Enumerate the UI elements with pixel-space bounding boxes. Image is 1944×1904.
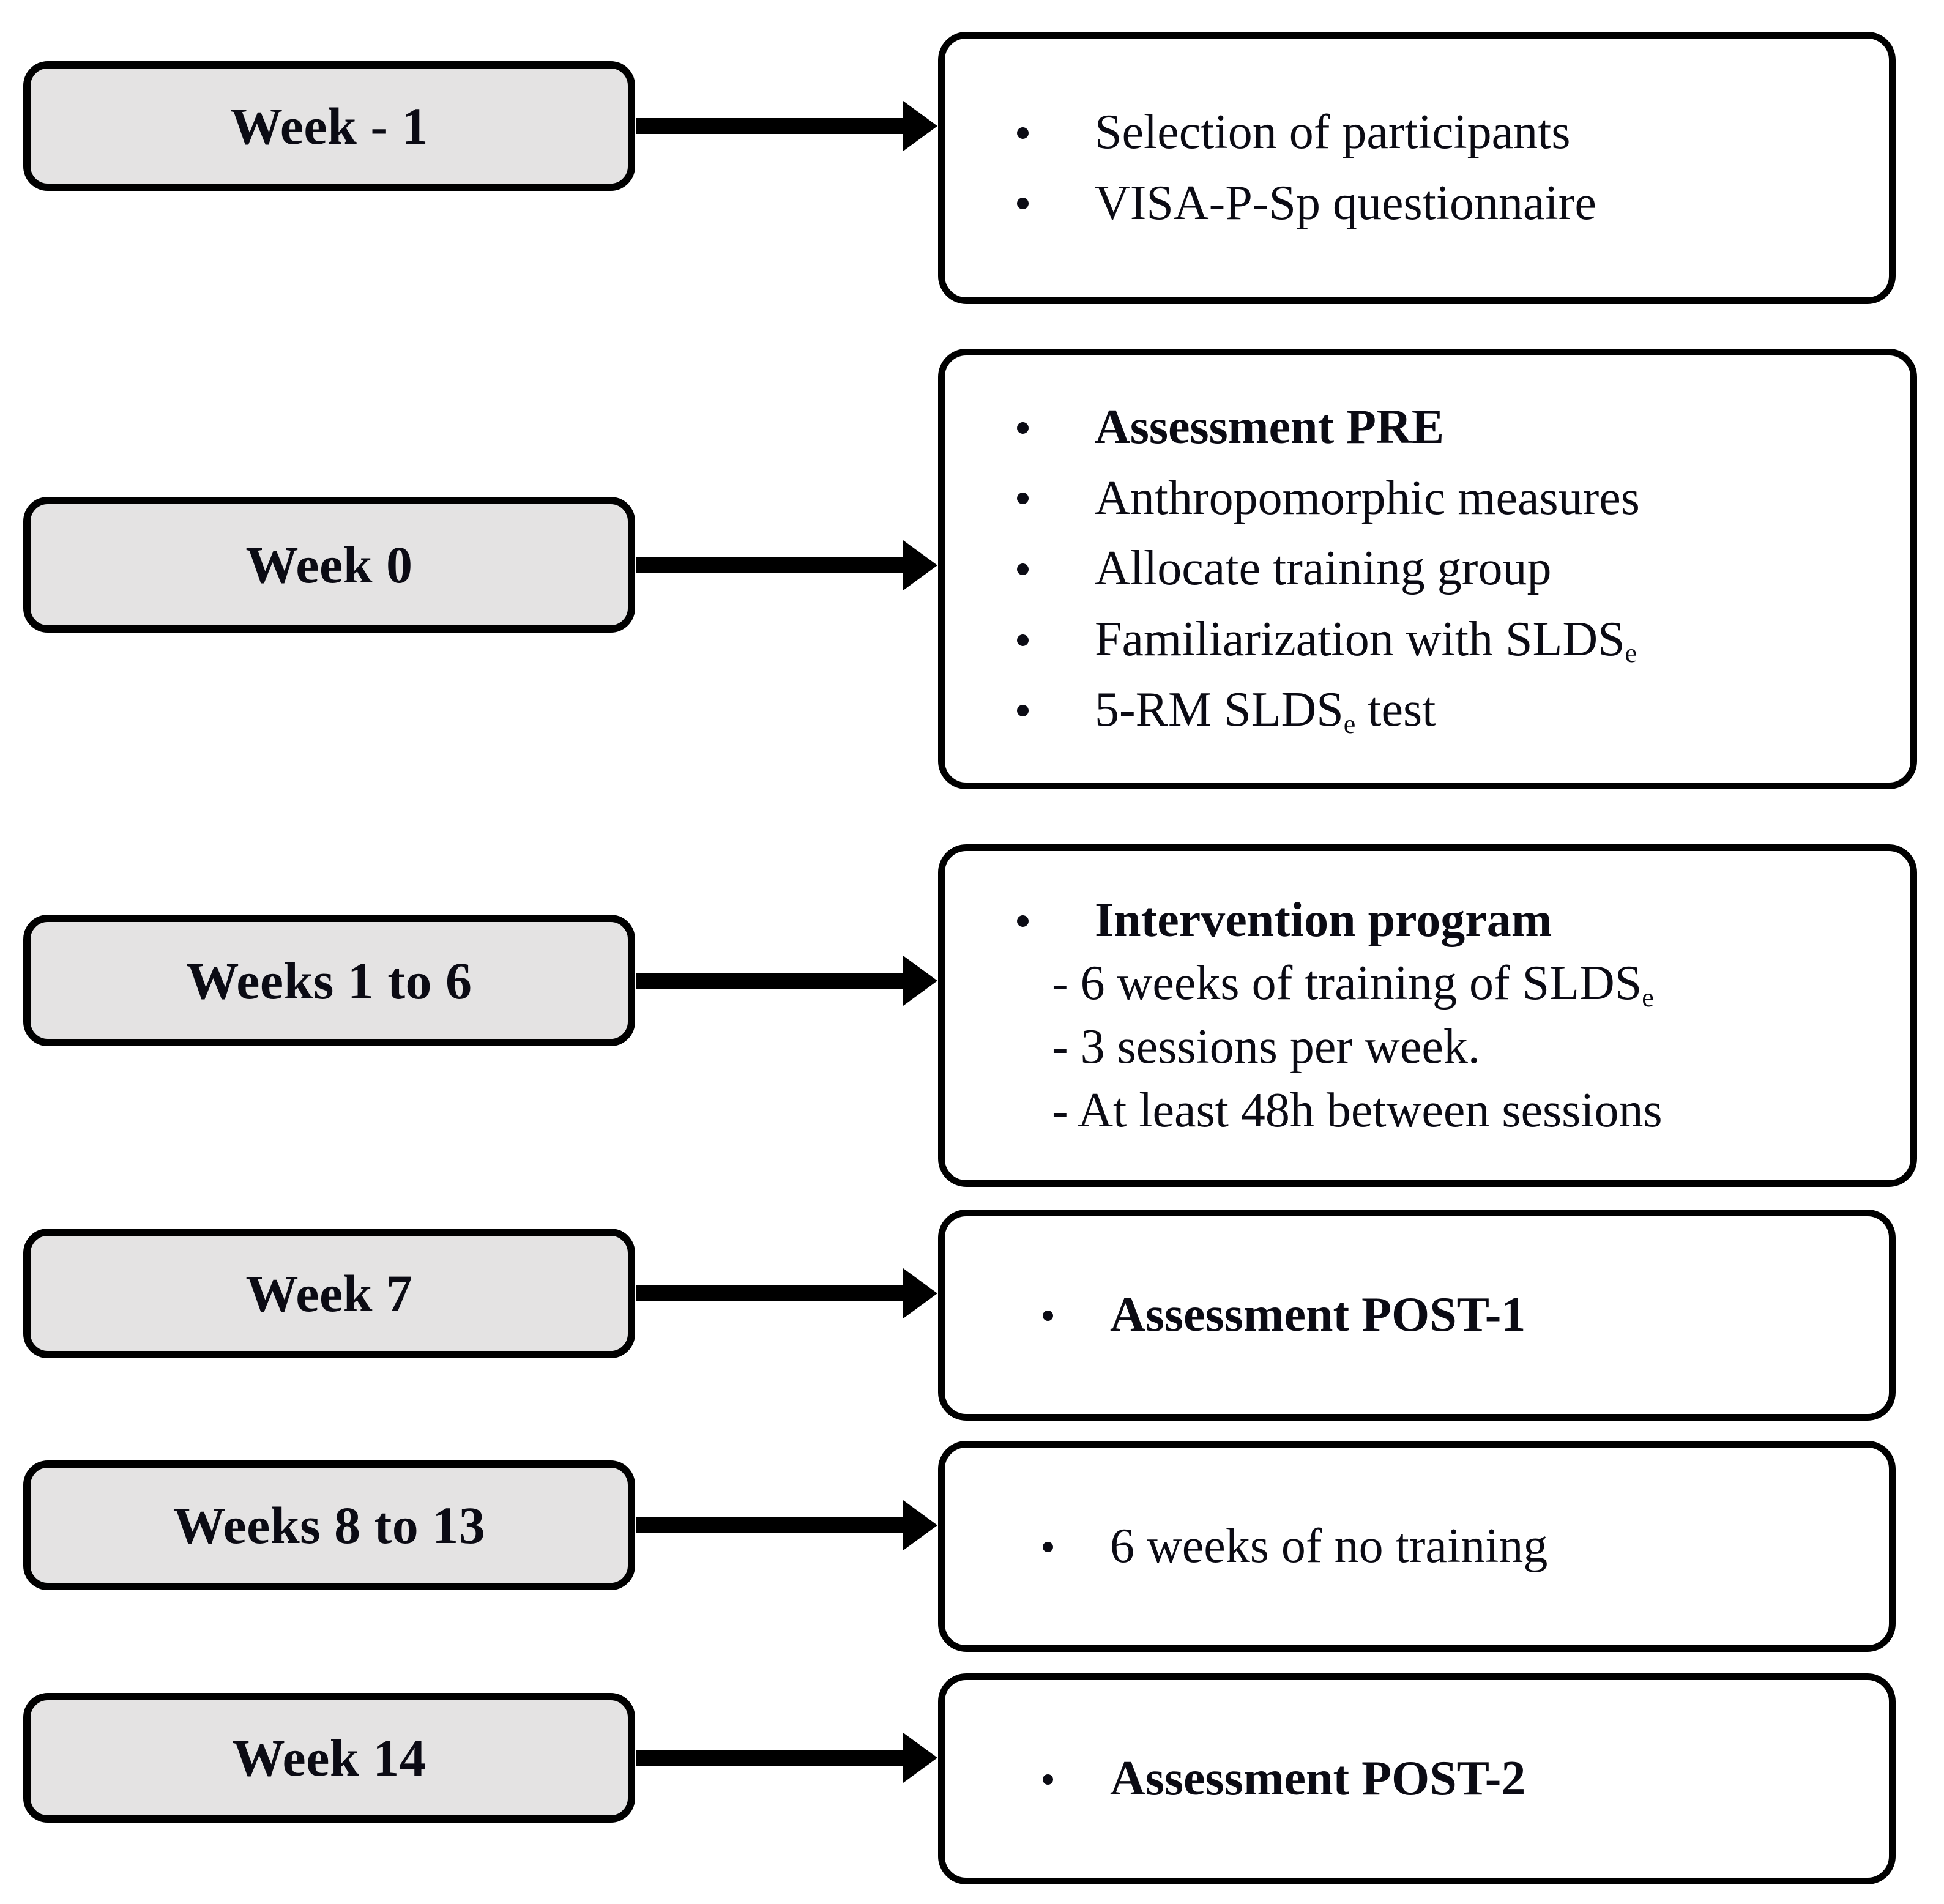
list-item: Intervention program [945,893,1910,947]
detail-list-3: Intervention program - 6 weeks of traini… [945,893,1910,1137]
list-item: 6 weeks of no training [945,1519,1889,1573]
list-item-label: - At least 48h between sessions [1052,1083,1663,1137]
arrow-2 [636,540,937,590]
detail-box-6: Assessment POST-2 [938,1673,1896,1884]
week-box-2: Week 0 [23,497,635,633]
list-item: - 3 sessions per week. [945,1022,1910,1073]
subscript-e: e [1642,982,1654,1013]
list-item-label: - 3 sessions per week. [1052,1020,1480,1074]
list-item-label: Familiarization with SLDS [1095,612,1625,666]
week-label-5: Weeks 8 to 13 [173,1496,486,1555]
list-item-label-suffix: test [1355,683,1436,737]
list-item: Familiarization with SLDSe [945,612,1910,669]
detail-list-4: Assessment POST-1 [945,1290,1889,1341]
detail-box-5: 6 weeks of no training [938,1441,1896,1652]
week-box-4: Week 7 [23,1229,635,1358]
list-item-label: Selection of participants [1095,105,1571,159]
detail-box-1: Selection of participants VISA-P-Sp ques… [938,32,1896,304]
list-item-label: Allocate training group [1095,541,1552,596]
detail-list-5: 6 weeks of no training [945,1519,1889,1573]
list-item: Selection of participants [945,105,1889,159]
detail-list-1: Selection of participants VISA-P-Sp ques… [945,105,1889,230]
week-label-4: Week 7 [245,1264,413,1323]
detail-list-2: Assessment PRE Anthropomorphic measures … [945,400,1910,738]
list-item-label: Anthropomorphic measures [1095,470,1640,525]
week-label-1: Week - 1 [229,97,429,155]
list-item: Assessment POST-2 [945,1751,1889,1805]
list-item: - 6 weeks of training of SLDSe [945,956,1910,1011]
list-item: Assessment PRE [945,400,1910,455]
detail-box-4: Assessment POST-1 [938,1210,1896,1421]
list-item: Allocate training group [945,541,1910,596]
week-box-5: Weeks 8 to 13 [23,1460,635,1590]
subscript-e: e [1343,708,1356,739]
list-item-label: Assessment POST-1 [1110,1287,1526,1342]
subscript-e: e [1625,638,1637,669]
list-item: 5-RM SLDSe test [945,683,1910,738]
list-item: Anthropomorphic measures [945,470,1910,525]
week-label-6: Week 14 [232,1728,426,1787]
list-item-label: 6 weeks of no training [1110,1519,1548,1573]
arrow-6 [636,1733,937,1783]
week-label-2: Week 0 [245,535,413,594]
arrow-3 [636,956,937,1006]
week-label-3: Weeks 1 to 6 [186,951,472,1010]
arrow-4 [636,1268,937,1318]
week-box-1: Week - 1 [23,61,635,191]
list-item: Assessment POST-1 [945,1290,1889,1341]
arrow-5 [636,1500,937,1550]
list-item: - At least 48h between sessions [945,1083,1910,1137]
week-box-3: Weeks 1 to 6 [23,915,635,1046]
list-item-label: VISA-P-Sp questionnaire [1095,176,1596,230]
week-box-6: Week 14 [23,1693,635,1823]
detail-box-3: Intervention program - 6 weeks of traini… [938,844,1917,1187]
list-item-label: Assessment PRE [1095,400,1445,455]
detail-list-6: Assessment POST-2 [945,1751,1889,1805]
arrow-1 [636,101,937,151]
list-item-label: 5-RM SLDS [1095,683,1344,737]
list-item-label: - 6 weeks of training of SLDS [1052,956,1642,1011]
list-item: VISA-P-Sp questionnaire [945,176,1889,230]
list-item-label: Assessment POST-2 [1110,1751,1526,1805]
list-item-label: Intervention program [1095,893,1552,947]
detail-box-2: Assessment PRE Anthropomorphic measures … [938,349,1917,789]
